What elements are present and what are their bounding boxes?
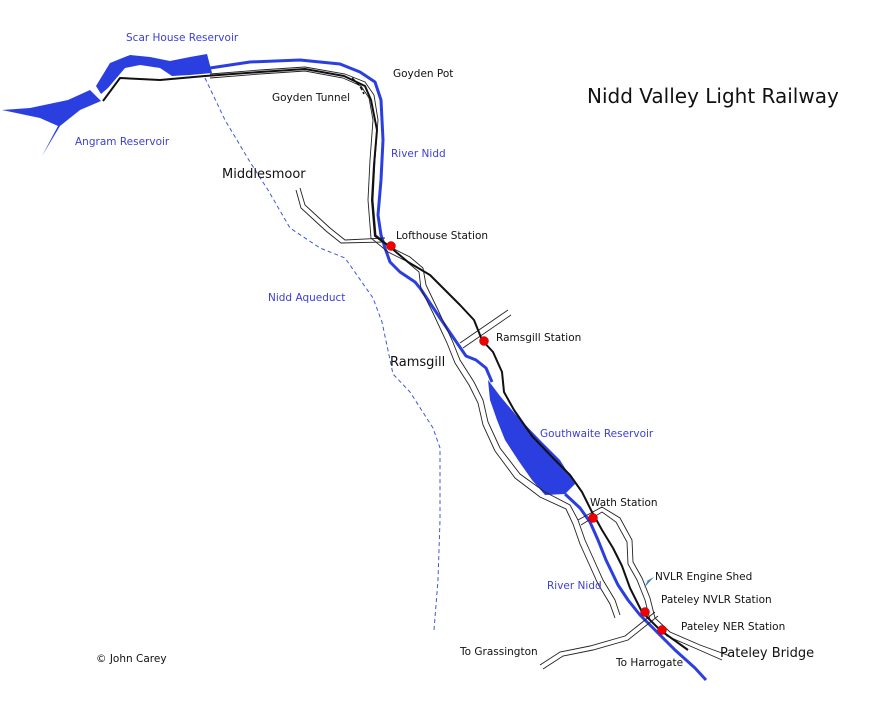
label-nidd-aqueduct: Nidd Aqueduct bbox=[268, 292, 346, 304]
label-lofthouse-station: Lofthouse Station bbox=[396, 230, 489, 242]
label-angram-reservoir: Angram Reservoir bbox=[75, 136, 170, 148]
angram-reservoir bbox=[2, 90, 101, 156]
stations bbox=[386, 241, 667, 635]
station-pateley-ner[interactable] bbox=[657, 625, 667, 635]
label-pateley-bridge: Pateley Bridge bbox=[720, 646, 815, 661]
station-lofthouse[interactable] bbox=[386, 241, 396, 251]
label-pateley-ner-station: Pateley NER Station bbox=[681, 621, 786, 633]
nvlr-railway bbox=[102, 68, 689, 651]
copyright: © John Carey bbox=[96, 653, 167, 665]
label-to-harrogate: To Harrogate bbox=[616, 657, 684, 669]
scar-house-reservoir bbox=[96, 54, 212, 94]
station-wath[interactable] bbox=[588, 513, 598, 523]
station-pateley-nvlr[interactable] bbox=[640, 607, 650, 617]
station-ramsgill[interactable] bbox=[479, 336, 489, 346]
goyden-tunnel bbox=[351, 77, 365, 95]
label-scar-house-reservoir: Scar House Reservoir bbox=[126, 32, 239, 44]
river-nidd bbox=[209, 58, 708, 682]
gouthwaite-reservoir bbox=[488, 380, 575, 495]
label-river-nidd-upper: River Nidd bbox=[391, 148, 446, 160]
label-wath-station: Wath Station bbox=[590, 497, 658, 509]
label-gouthwaite-reservoir: Gouthwaite Reservoir bbox=[540, 428, 654, 440]
label-goyden-tunnel: Goyden Tunnel bbox=[272, 92, 351, 104]
label-ramsgill: Ramsgill bbox=[390, 355, 446, 370]
label-goyden-pot: Goyden Pot bbox=[393, 68, 454, 80]
label-pateley-nvlr-station: Pateley NVLR Station bbox=[661, 594, 772, 606]
label-nvlr-engine-shed: NVLR Engine Shed bbox=[655, 571, 753, 583]
label-ramsgill-station: Ramsgill Station bbox=[496, 332, 582, 344]
engine-shed-marker-icon bbox=[641, 577, 654, 588]
label-middlesmoor: Middlesmoor bbox=[222, 167, 306, 182]
road bbox=[209, 66, 731, 670]
nidd-aqueduct bbox=[204, 77, 441, 631]
label-to-grassington: To Grassington bbox=[460, 646, 538, 658]
label-river-nidd-lower: River Nidd bbox=[547, 580, 602, 592]
map-title: Nidd Valley Light Railway bbox=[587, 84, 839, 108]
